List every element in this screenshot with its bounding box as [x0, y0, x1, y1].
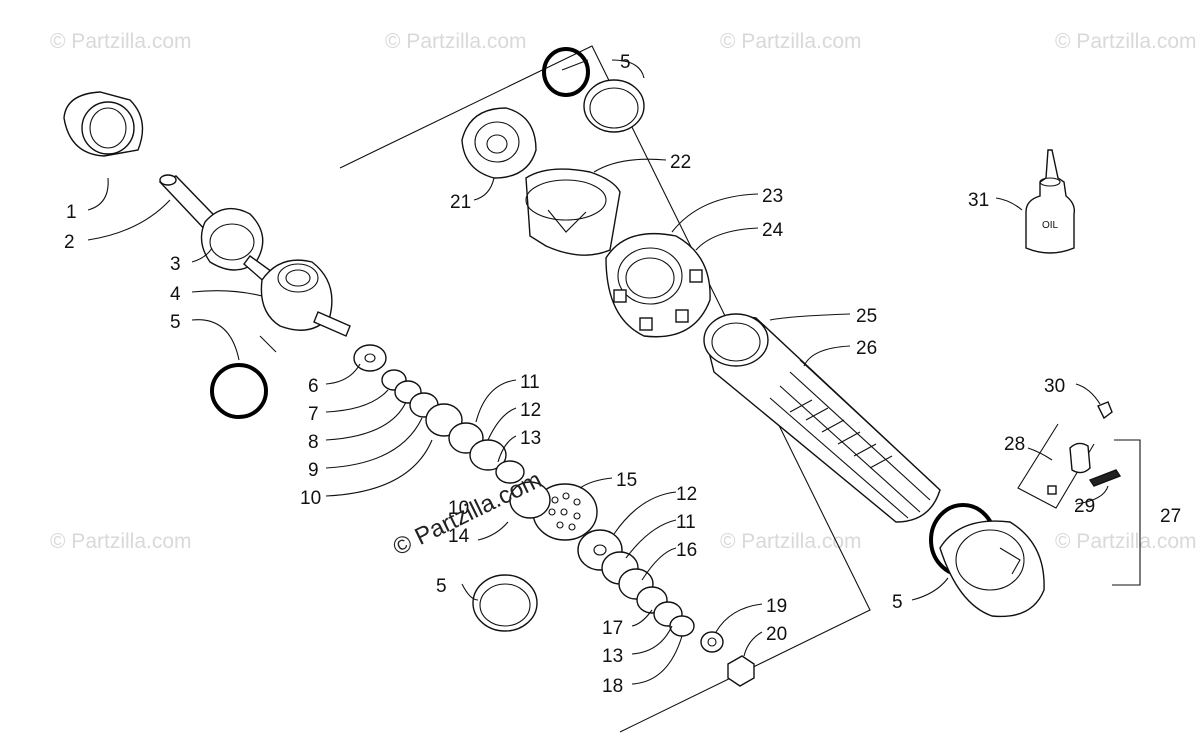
callout-15: 15: [616, 470, 637, 491]
watermark: © Partzilla.com: [720, 530, 862, 553]
callout-14: 14: [448, 526, 470, 547]
part-5-o-ring: [210, 363, 268, 419]
callout-9: 9: [308, 460, 319, 481]
reservoir-body: [939, 520, 1045, 618]
callout-29: 29: [1074, 496, 1095, 517]
callout-23: 23: [762, 186, 783, 207]
watermark: © Partzilla.com: [50, 530, 192, 553]
part-27-30-valve: [1017, 401, 1141, 586]
callout-12: 12: [676, 484, 697, 505]
callout-2: 2: [64, 232, 75, 253]
watermark-layer: © Partzilla.com © Partzilla.com © Partzi…: [50, 30, 1197, 553]
callout-5: 5: [170, 312, 181, 333]
callout-12: 12: [520, 400, 541, 421]
part-15-piston: [509, 481, 598, 541]
callout-18: 18: [602, 676, 623, 697]
part-21-seal-head: [461, 107, 537, 179]
watermark: © Partzilla.com: [385, 30, 527, 53]
part-5-guide-ring: [472, 574, 538, 632]
part-1-bushing: [63, 91, 144, 157]
part-5-guide-ring: [583, 79, 645, 133]
callout-7: 7: [308, 404, 319, 425]
callout-11: 11: [676, 512, 696, 533]
callout-5: 5: [620, 52, 631, 73]
washer-stack-lower: [577, 529, 755, 687]
callout-3: 3: [170, 254, 181, 275]
callout-5: 5: [436, 576, 447, 597]
callout-16: 16: [676, 540, 697, 561]
callout-4: 4: [170, 284, 181, 305]
washer-stack-upper: [353, 344, 525, 484]
callout-10: 10: [448, 498, 469, 519]
callout-19: 19: [766, 596, 787, 617]
callout-13: 13: [520, 428, 541, 449]
callout-17: 17: [602, 618, 623, 639]
callout-25: 25: [856, 306, 877, 327]
callout-27: 27: [1160, 506, 1181, 527]
callout-6: 6: [308, 376, 319, 397]
callout-10: 10: [300, 488, 321, 509]
oil-bottle-label: OIL: [1042, 220, 1059, 231]
watermark: © Partzilla.com: [50, 30, 192, 53]
callout-28: 28: [1004, 434, 1025, 455]
callout-31: 31: [968, 190, 989, 211]
callout-21: 21: [450, 192, 471, 213]
callout-5: 5: [892, 592, 903, 613]
callout-1: 1: [66, 202, 77, 223]
part-4-seal-head: [260, 259, 351, 337]
callout-22: 22: [670, 152, 691, 173]
part-5-o-ring: [542, 47, 590, 97]
watermark: © Partzilla.com: [1055, 30, 1197, 53]
part-25-26-shock-body: [703, 313, 941, 523]
watermark: © Partzilla.com: [720, 30, 862, 53]
callout-8: 8: [308, 432, 319, 453]
callout-11: 11: [520, 372, 540, 393]
leader-lines: [87, 59, 1109, 685]
part-23-24-adjuster-nut: [605, 232, 711, 338]
callout-20: 20: [766, 624, 787, 645]
part-31-oil-bottle: OIL: [1025, 149, 1076, 254]
callout-labels: 1 2 3 4 5 6 7 8 9 10 5 21 22 23 24 25 26…: [64, 52, 1181, 697]
watermark: © Partzilla.com: [1055, 530, 1197, 553]
part-22-sleeve: [525, 168, 621, 256]
callout-26: 26: [856, 338, 877, 359]
callout-24: 24: [762, 220, 784, 241]
callout-13: 13: [602, 646, 623, 667]
callout-30: 30: [1044, 376, 1065, 397]
